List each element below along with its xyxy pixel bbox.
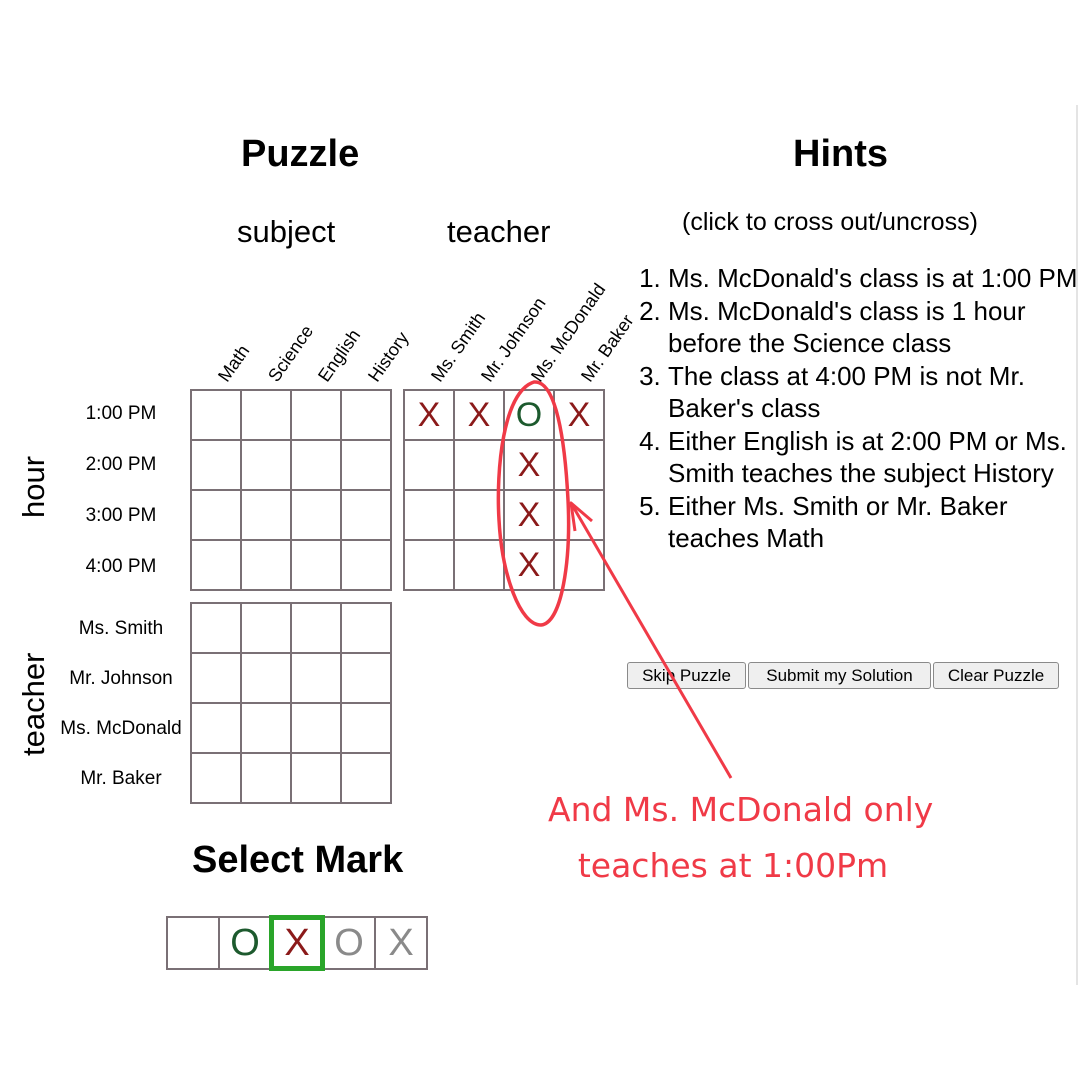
select-mark-title: Select Mark	[192, 839, 404, 881]
mark-option-o-faded[interactable]: O	[322, 916, 376, 970]
hint-item[interactable]: The class at 4:00 PM is not Mr. Baker's …	[668, 360, 1080, 425]
mark-option-x-selected[interactable]: X	[269, 915, 325, 971]
grid-cell[interactable]	[190, 389, 242, 441]
grid-cell[interactable]	[553, 439, 605, 491]
submit-solution-button[interactable]: Submit my Solution	[748, 662, 931, 689]
grid-cell[interactable]	[290, 489, 342, 541]
grid-cell[interactable]	[403, 539, 455, 591]
grid-cell[interactable]: O	[503, 389, 555, 441]
hint-item[interactable]: Ms. McDonald's class is at 1:00 PM	[668, 262, 1080, 295]
grid-cell[interactable]	[340, 439, 392, 491]
grid-cell[interactable]	[453, 489, 505, 541]
annotation-line-1: And Ms. McDonald only	[548, 790, 934, 829]
row-label-hour: 4:00 PM	[85, 556, 157, 577]
mark-option-blank[interactable]	[166, 916, 220, 970]
grid-cell[interactable]	[190, 539, 242, 591]
hint-item[interactable]: Ms. McDonald's class is 1 hour before th…	[668, 295, 1080, 360]
grid-cell[interactable]: X	[453, 389, 505, 441]
puzzle-title: Puzzle	[241, 133, 360, 175]
grid-cell[interactable]	[290, 602, 342, 654]
row-label-hour: 1:00 PM	[85, 403, 157, 424]
grid-cell[interactable]	[340, 702, 392, 754]
grid-cell[interactable]	[290, 389, 342, 441]
mark-option-o[interactable]: O	[218, 916, 272, 970]
grid-cell[interactable]	[340, 752, 392, 804]
grid-cell[interactable]	[240, 539, 292, 591]
subject-group-label: subject	[237, 214, 336, 249]
teacher-group-label: teacher	[447, 214, 551, 249]
hints-subtitle: (click to cross out/uncross)	[682, 208, 978, 236]
grid-cell[interactable]	[453, 539, 505, 591]
grid-cell[interactable]	[453, 439, 505, 491]
grid-cell[interactable]	[240, 602, 292, 654]
grid-cell[interactable]	[290, 539, 342, 591]
annotation-arrow-head	[569, 501, 593, 532]
clear-puzzle-button[interactable]: Clear Puzzle	[933, 662, 1059, 689]
row-label-teacher: Ms. McDonald	[60, 718, 182, 739]
grid-cell[interactable]	[190, 752, 242, 804]
row-label-teacher: Ms. Smith	[78, 618, 164, 639]
grid-cell[interactable]	[240, 439, 292, 491]
annotation-line-2: teaches at 1:00Pm	[577, 846, 889, 885]
hints-title: Hints	[793, 133, 888, 175]
grid-cell[interactable]	[290, 652, 342, 704]
grid-cell[interactable]	[190, 489, 242, 541]
page-right-border	[1076, 105, 1078, 985]
skip-puzzle-button[interactable]: Skip Puzzle	[627, 662, 746, 689]
grid-cell[interactable]	[190, 439, 242, 491]
grid-cell[interactable]	[240, 752, 292, 804]
grid-cell[interactable]	[403, 489, 455, 541]
grid-cell[interactable]	[190, 702, 242, 754]
grid-cell[interactable]	[340, 652, 392, 704]
row-label-hour: 2:00 PM	[85, 454, 157, 475]
grid-cell[interactable]	[340, 602, 392, 654]
grid-cell[interactable]	[240, 652, 292, 704]
grid-cell[interactable]	[190, 652, 242, 704]
grid-cell[interactable]	[290, 702, 342, 754]
grid-cell[interactable]	[553, 539, 605, 591]
row-label-teacher: Mr. Baker	[80, 768, 162, 789]
grid-cell[interactable]: X	[403, 389, 455, 441]
annotation-ellipse	[496, 380, 571, 627]
hints-list: Ms. McDonald's class is at 1:00 PM Ms. M…	[634, 262, 1080, 555]
mark-option-x-faded[interactable]: X	[374, 916, 428, 970]
hint-item[interactable]: Either Ms. Smith or Mr. Baker teaches Ma…	[668, 490, 1080, 555]
grid-cell[interactable]	[240, 389, 292, 441]
row-label-hour: 3:00 PM	[85, 505, 157, 526]
grid-cell[interactable]	[190, 602, 242, 654]
grid-cell[interactable]	[403, 439, 455, 491]
grid-cell[interactable]	[340, 539, 392, 591]
grid-cell[interactable]	[240, 489, 292, 541]
grid-cell[interactable]	[290, 752, 342, 804]
mark-selector: O X O X	[166, 915, 428, 971]
grid-cell[interactable]: X	[503, 439, 555, 491]
grid-hour-subject	[190, 389, 392, 591]
grid-cell[interactable]	[340, 389, 392, 441]
grid-teacher-subject	[190, 602, 392, 804]
grid-cell[interactable]	[290, 439, 342, 491]
annotation-arrow-line	[569, 502, 733, 779]
hint-item[interactable]: Either English is at 2:00 PM or Ms. Smit…	[668, 425, 1080, 490]
grid-cell[interactable]: X	[503, 489, 555, 541]
grid-cell[interactable]	[340, 489, 392, 541]
row-label-teacher: Mr. Johnson	[69, 668, 173, 689]
grid-cell[interactable]	[240, 702, 292, 754]
